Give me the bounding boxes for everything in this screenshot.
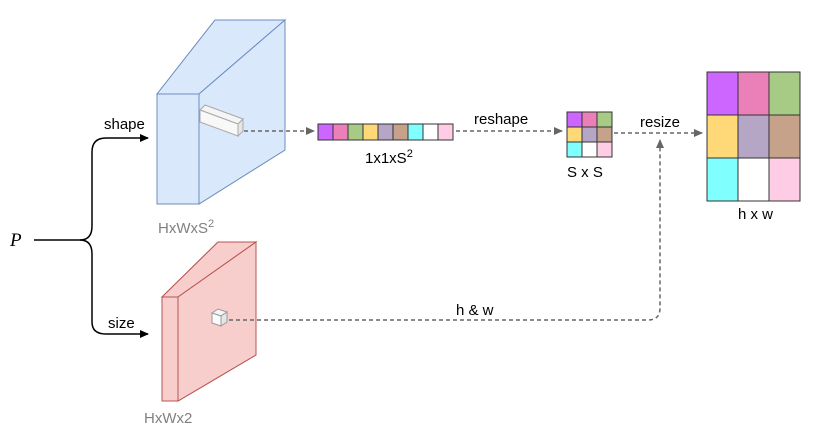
vector-cell [377, 123, 394, 141]
large-grid-cell [737, 157, 770, 202]
small-grid-cell [566, 141, 583, 158]
vector-cell [407, 123, 424, 141]
resize-label: resize [640, 114, 680, 131]
shape-branch-label: shape [104, 116, 145, 133]
large-grid-label: h x w [738, 206, 773, 223]
small-grid-label: S x S [567, 164, 603, 181]
vector-cell [362, 123, 379, 141]
small-grid-cell [596, 111, 613, 128]
small-grid-cell [566, 126, 583, 143]
size-tensor-label: HxWx2 [144, 410, 192, 427]
large-grid-cell [737, 71, 770, 116]
vector-cell [422, 123, 439, 141]
vector-cell [317, 123, 334, 141]
small-grid-cell [581, 126, 598, 143]
large-grid-cell [737, 114, 770, 159]
hw-arrow [229, 139, 664, 321]
shape-branch-arrow [34, 134, 149, 241]
large-grid-cell [768, 71, 801, 116]
hw-label: h & w [456, 302, 494, 319]
large-grid-cell [706, 157, 739, 202]
input-label-p: P [9, 230, 22, 251]
shape-tensor [155, 18, 287, 205]
small-grid-cell [596, 126, 613, 143]
size-tensor [160, 241, 258, 402]
small-grid-cell [566, 111, 583, 128]
size-branch-label: size [108, 315, 135, 332]
large-grid [706, 71, 801, 202]
size-branch-arrow [79, 239, 149, 338]
small-grid-cell [581, 111, 598, 128]
small-grid-cell [581, 141, 598, 158]
small-grid [566, 111, 613, 158]
vector-cell [347, 123, 364, 141]
size-cube [210, 308, 229, 327]
vector-cell [392, 123, 409, 141]
vector-cell [437, 123, 454, 141]
vector-label: 1x1xS2 [365, 148, 413, 167]
shape-channel-bar [199, 104, 244, 138]
large-grid-cell [706, 114, 739, 159]
large-grid-cell [768, 157, 801, 202]
vector-cell [332, 123, 349, 141]
vector [317, 123, 454, 141]
branch-connectors [34, 134, 149, 338]
reshape-label: reshape [474, 111, 528, 128]
small-grid-cell [596, 141, 613, 158]
large-grid-cell [706, 71, 739, 116]
shape-tensor-label: HxWxS2 [158, 218, 214, 237]
large-grid-cell [768, 114, 801, 159]
